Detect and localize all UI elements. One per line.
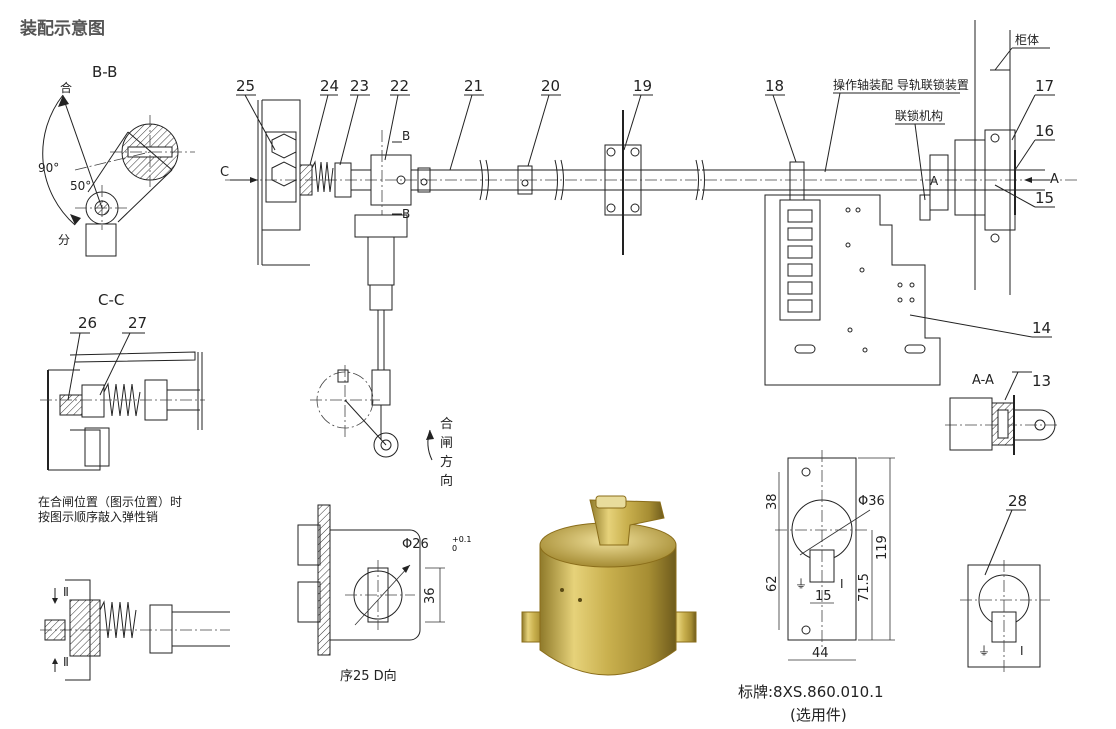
callout-14: 14	[1032, 319, 1051, 337]
callout-26: 26	[78, 314, 97, 332]
plate-15: 15	[815, 589, 832, 604]
cabinet-label: 柜体	[1015, 33, 1039, 47]
interlock-label: 联锁机构	[895, 108, 943, 123]
close-label: 合	[60, 80, 72, 95]
svg-text:+0.1: +0.1	[452, 535, 471, 544]
callout-15: 15	[1035, 189, 1054, 207]
section-marker-c: C	[220, 165, 229, 180]
callout-19: 19	[633, 77, 652, 95]
svg-text:Ⅰ: Ⅰ	[840, 577, 844, 591]
svg-text:⏚: ⏚	[978, 644, 990, 658]
svg-text:Ⅱ: Ⅱ	[63, 655, 69, 669]
callout-13: 13	[1032, 372, 1051, 390]
section-cc-view: C-C 26 27 在合闸位置（图示位置）时 按图示顺序敲入弹性销	[38, 291, 205, 524]
swing-arc	[42, 94, 76, 226]
close-direction-label: 合 闸 方 向	[426, 417, 453, 489]
svg-text:B: B	[402, 129, 410, 143]
svg-text:Ⅰ: Ⅰ	[1020, 644, 1024, 658]
callout-18: 18	[765, 77, 784, 95]
callout-17: 17	[1035, 77, 1054, 95]
callout-16: 16	[1035, 122, 1054, 140]
nameplate-drawing: Φ36 38 62 119 71.5 15 44 ⏚ Ⅰ 标牌:8XS.860.…	[738, 450, 895, 724]
section-aa-view: A-A 13	[945, 371, 1060, 455]
callout-23: 23	[350, 77, 369, 95]
angle-50-label: 50°	[70, 179, 91, 193]
shaft-assembly-label: 操作轴装配 导轨联锁装置	[833, 77, 969, 92]
interlock-block-grid	[787, 209, 813, 313]
d-view: Φ26 +0.1 0 36 序25 D向	[297, 504, 471, 684]
d-view-phi: Φ26	[402, 537, 429, 552]
svg-text:B: B	[402, 207, 410, 221]
svg-text:方: 方	[440, 454, 453, 470]
plate-71-5: 71.5	[857, 573, 872, 602]
svg-text:向: 向	[440, 473, 453, 489]
section-bb-view: B-B 合 分 90° 50°	[38, 63, 195, 257]
pin-sequence-view: Ⅱ Ⅱ	[40, 579, 230, 681]
d-view-h: 36	[423, 587, 438, 604]
svg-text:0: 0	[452, 544, 457, 553]
link-rod	[310, 214, 408, 458]
callout-20: 20	[541, 77, 560, 95]
part-28-view: ⏚ Ⅰ 28	[960, 492, 1050, 672]
plate-62: 62	[765, 575, 780, 592]
note-line-2: 按图示顺序敲入弹性销	[38, 509, 158, 524]
svg-text:闸: 闸	[440, 436, 453, 451]
nameplate-part-photo	[521, 495, 697, 676]
callout-27: 27	[128, 314, 147, 332]
svg-text:⏚: ⏚	[795, 577, 807, 591]
callout-21: 21	[464, 77, 483, 95]
page-title: 装配示意图	[19, 18, 105, 39]
callout-22: 22	[390, 77, 409, 95]
callout-25: 25	[236, 77, 255, 95]
section-marker-a-left: A	[930, 174, 939, 188]
plate-119: 119	[875, 535, 890, 560]
d-view-label: 序25 D向	[340, 668, 397, 684]
main-shaft-assembly: C B B	[220, 20, 1080, 386]
note-line-1: 在合闸位置（图示位置）时	[38, 494, 182, 509]
callouts-main: 25 24 23 22 21 20 19 18 17 16 15 14	[236, 33, 1055, 338]
svg-text:合: 合	[440, 417, 453, 432]
nameplate-code: 标牌:8XS.860.010.1	[738, 683, 884, 701]
section-bb-label: B-B	[92, 63, 117, 81]
nameplate-note: (选用件)	[790, 706, 847, 724]
section-marker-a-right: A	[1050, 172, 1059, 187]
svg-text:Ⅱ: Ⅱ	[63, 585, 69, 599]
angle-90-label: 90°	[38, 161, 59, 175]
callout-24: 24	[320, 77, 339, 95]
plate-44: 44	[812, 646, 829, 661]
plate-phi: Φ36	[858, 494, 885, 509]
open-label: 分	[58, 233, 70, 247]
plate-38: 38	[765, 493, 780, 510]
section-aa-label: A-A	[972, 373, 994, 388]
callout-28: 28	[1008, 492, 1027, 510]
section-cc-label: C-C	[98, 291, 124, 309]
